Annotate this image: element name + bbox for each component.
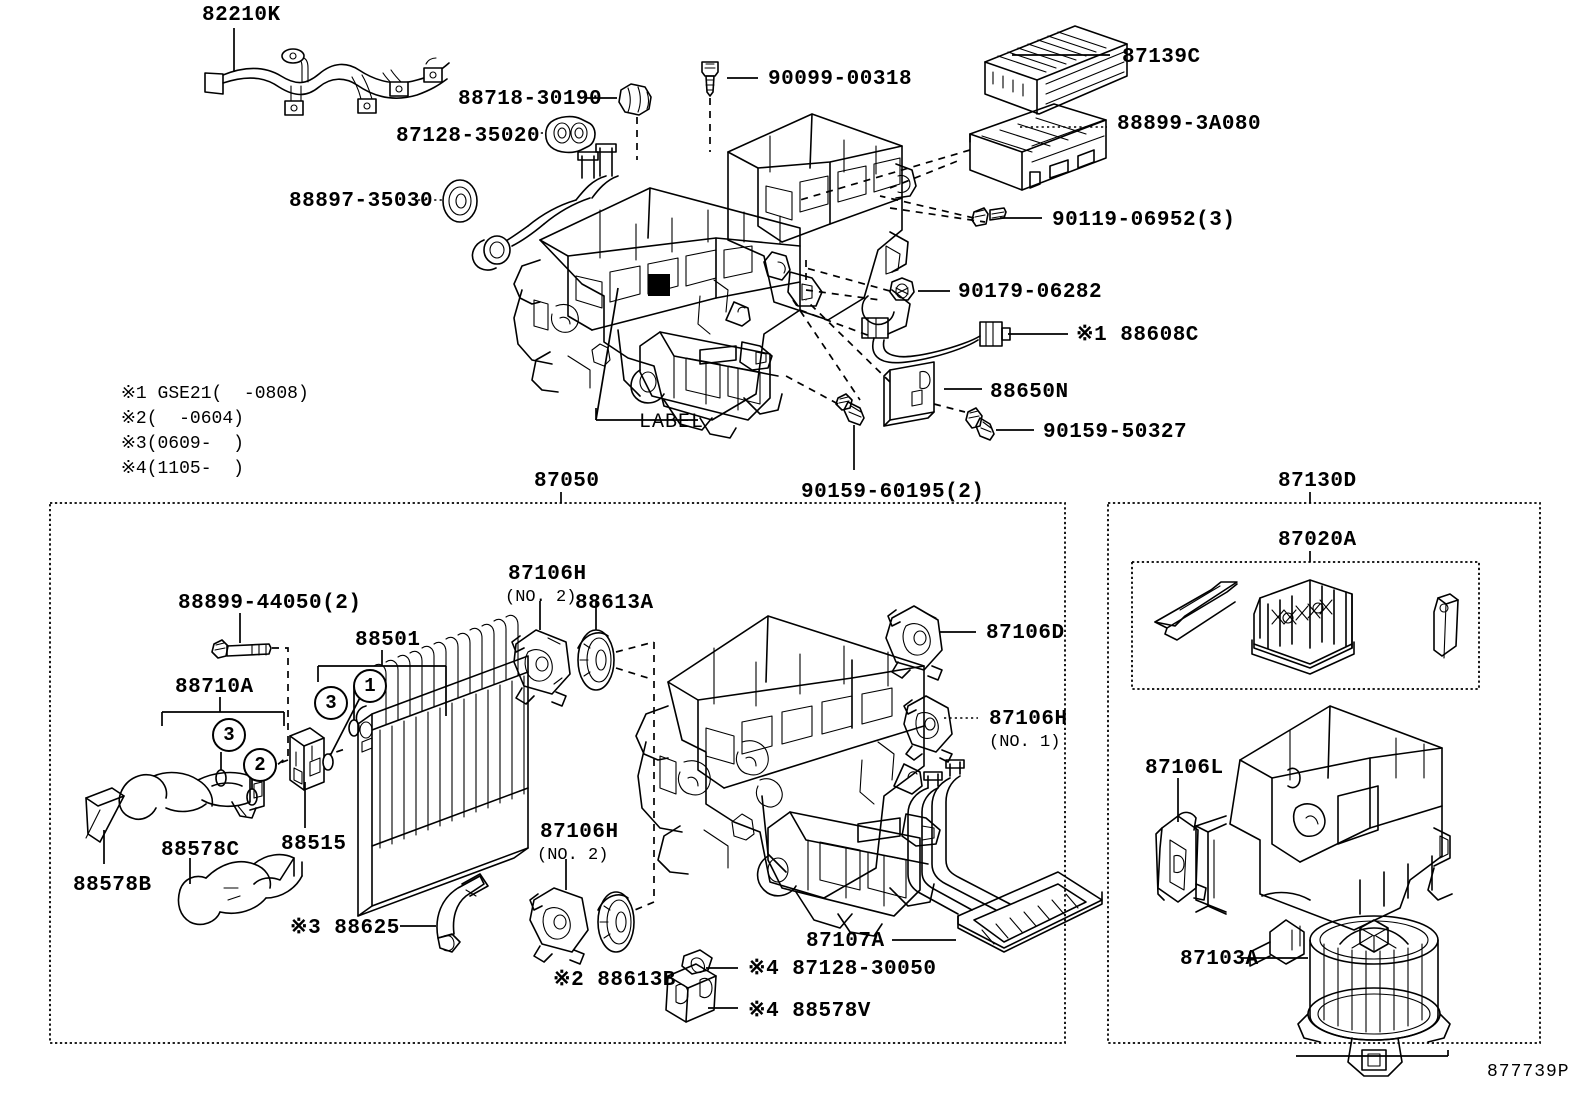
part-label-87106D: 87106D (986, 622, 1065, 645)
part-label-88613A: 88613A (575, 592, 654, 615)
tray-88899-3A080 (799, 103, 1107, 201)
connector-88608C (861, 317, 1068, 364)
part-label-87106H-no1: 87106H (989, 708, 1068, 731)
part-sublabel-87106H-no2-lower: (NO. 2) (537, 846, 609, 865)
part-label-88578B: 88578B (73, 874, 152, 897)
panel-heading-87050: 87050 (534, 470, 600, 493)
part-label-88578C: 88578C (161, 839, 240, 862)
part-sublabel-87106H-no2-upper: (NO. 2) (505, 588, 577, 607)
gear-88613B (597, 891, 635, 953)
servo-87106L (1155, 778, 1207, 903)
heater-unit-center (635, 615, 941, 937)
note-3: ※3(0609- ) (56, 414, 244, 474)
part-label-88899-3A080: 88899-3A080 (1117, 113, 1262, 136)
note-2-mark: ※2 (120, 409, 147, 430)
expansion-valve-88515 (271, 727, 349, 828)
panel-heading-87130D: 87130D (1278, 470, 1357, 493)
heater-core-87107A (892, 759, 1103, 953)
panel-heading-87020A: 87020A (1278, 529, 1357, 552)
amplifier-88650N (805, 299, 982, 427)
servo-87106D (885, 605, 976, 681)
part-label-90159-50327: 90159-50327 (1043, 421, 1188, 444)
note-2: ※2( -0604) (56, 389, 244, 449)
part-label-87128-30050: ※4 87128-30050 (748, 958, 937, 981)
part-label-88897-35030: 88897-35030 (289, 190, 434, 213)
note-4-mark: ※4 (120, 459, 147, 480)
part-label-90119-06952: 90119-06952(3) (1052, 209, 1236, 232)
circled-number-2-hose: 2 (243, 748, 277, 782)
part-label-88718-30190: 88718-30190 (458, 88, 603, 111)
evaporator-88501 (317, 614, 529, 917)
note-1-mark: ※1 (120, 384, 147, 405)
part-sublabel-87106H-no1: (NO. 1) (989, 733, 1061, 752)
gear-88613A (577, 601, 655, 913)
ac-unit-housing-assembly (471, 143, 801, 439)
part-label-90179-06282: 90179-06282 (958, 281, 1103, 304)
part-label-87128-35020: 87128-35020 (396, 125, 541, 148)
part-label-88650N: 88650N (990, 381, 1069, 404)
blower-case-housing (727, 113, 986, 401)
screw-90159-60195 (785, 375, 865, 470)
wire-harness-82210K (204, 28, 450, 116)
part-label-82210K: 82210K (202, 4, 281, 27)
nut-90179-06282 (805, 267, 950, 301)
insulator-88578V (665, 963, 738, 1023)
part-label-88578V: ※4 88578V (748, 1000, 871, 1023)
part-label-87106L: 87106L (1145, 757, 1224, 780)
insulator-88578B (85, 787, 125, 864)
part-label-88501: 88501 (355, 629, 421, 652)
case-set-87020A (1154, 579, 1459, 675)
note-2-text: ( -0604) (146, 409, 244, 430)
part-label-88899-44050: 88899-44050(2) (178, 592, 362, 615)
part-label-87106H-no2-lower: 87106H (540, 821, 619, 844)
servo-87106H-no2-upper (511, 601, 571, 707)
circled-number-3-evaporator: 3 (314, 686, 348, 720)
note-3-text: (0609- ) (146, 434, 244, 455)
circled-number-1-evaporator: 1 (353, 669, 387, 703)
label-tag-text: LABEL (639, 411, 705, 434)
servo-87106H-no2-lower (529, 859, 589, 965)
part-label-88608C: ※1 88608C (1076, 324, 1199, 347)
footer-diagram-code: 877739P (1487, 1062, 1570, 1082)
bolt-90119-06952 (879, 195, 1042, 227)
servo-87106H-no1 (903, 695, 978, 763)
circled-number-3-hose: 3 (212, 718, 246, 752)
bracket-88625 (400, 873, 489, 953)
filter-87139C (984, 25, 1128, 115)
part-label-88515: 88515 (281, 833, 347, 856)
part-label-90099-00318: 90099-00318 (768, 68, 913, 91)
part-label-88625: ※3 88625 (290, 917, 400, 940)
hose-88578C (177, 853, 303, 926)
note-1-text: GSE21( -0808) (157, 384, 309, 405)
blower-case-body (1195, 705, 1453, 967)
screw-90159-50327 (965, 407, 1034, 441)
note-4-text: (1105- ) (146, 459, 244, 480)
part-label-88710A: 88710A (175, 676, 254, 699)
note-3-mark: ※3 (120, 434, 147, 455)
part-label-87107A: 87107A (806, 930, 885, 953)
note-1: ※1 GSE21( -0808) (56, 364, 309, 424)
clip-87128-30050 (681, 949, 738, 975)
part-label-90159-60195: 90159-60195(2) (801, 481, 985, 504)
part-label-87139C: 87139C (1122, 46, 1201, 69)
blower-motor-87103A (1242, 915, 1451, 1077)
note-4: ※4(1105- ) (56, 439, 244, 499)
part-label-88613B: ※2 88613B (553, 969, 676, 992)
screw-90099-00318 (701, 61, 758, 152)
part-label-87103A: 87103A (1180, 948, 1259, 971)
part-label-87106H-no2-upper: 87106H (508, 563, 587, 586)
